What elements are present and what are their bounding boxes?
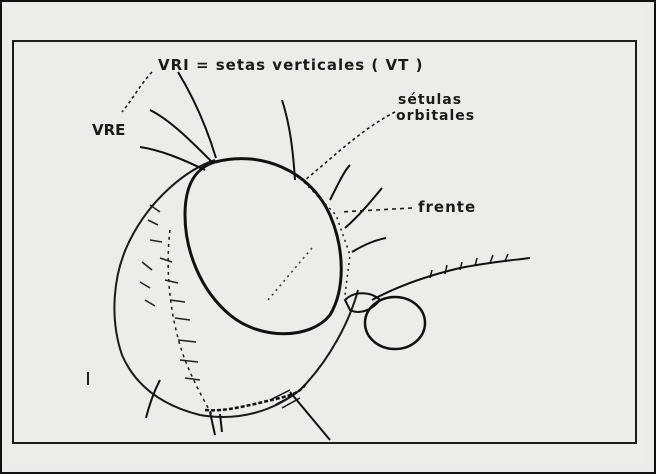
- eye-inner-dots: [268, 248, 312, 300]
- arista: [372, 258, 530, 300]
- compound-eye: [185, 159, 341, 334]
- leader-setulas: [305, 112, 395, 180]
- vertical-bristle-outer: [150, 110, 212, 162]
- bristle-right-3: [352, 238, 386, 252]
- gena-line: [168, 230, 212, 415]
- bristle-left: [140, 147, 205, 170]
- lower-bristle: [146, 380, 160, 418]
- bristle-right-1: [330, 165, 350, 200]
- leader-vri: [122, 72, 152, 112]
- bristle-right-2: [345, 188, 382, 228]
- label-orbitales: orbitales: [396, 108, 475, 124]
- label-vre: VRE: [92, 121, 125, 139]
- label-vri: VRI = setas verticales ( VT ): [158, 56, 423, 74]
- leader-frente: [340, 208, 412, 212]
- antenna-segment: [365, 297, 425, 349]
- vertical-bristle-inner: [178, 72, 216, 158]
- label-frente: frente: [418, 198, 476, 216]
- label-setulas: sétulas: [398, 92, 462, 108]
- orbital-dots: [300, 178, 350, 295]
